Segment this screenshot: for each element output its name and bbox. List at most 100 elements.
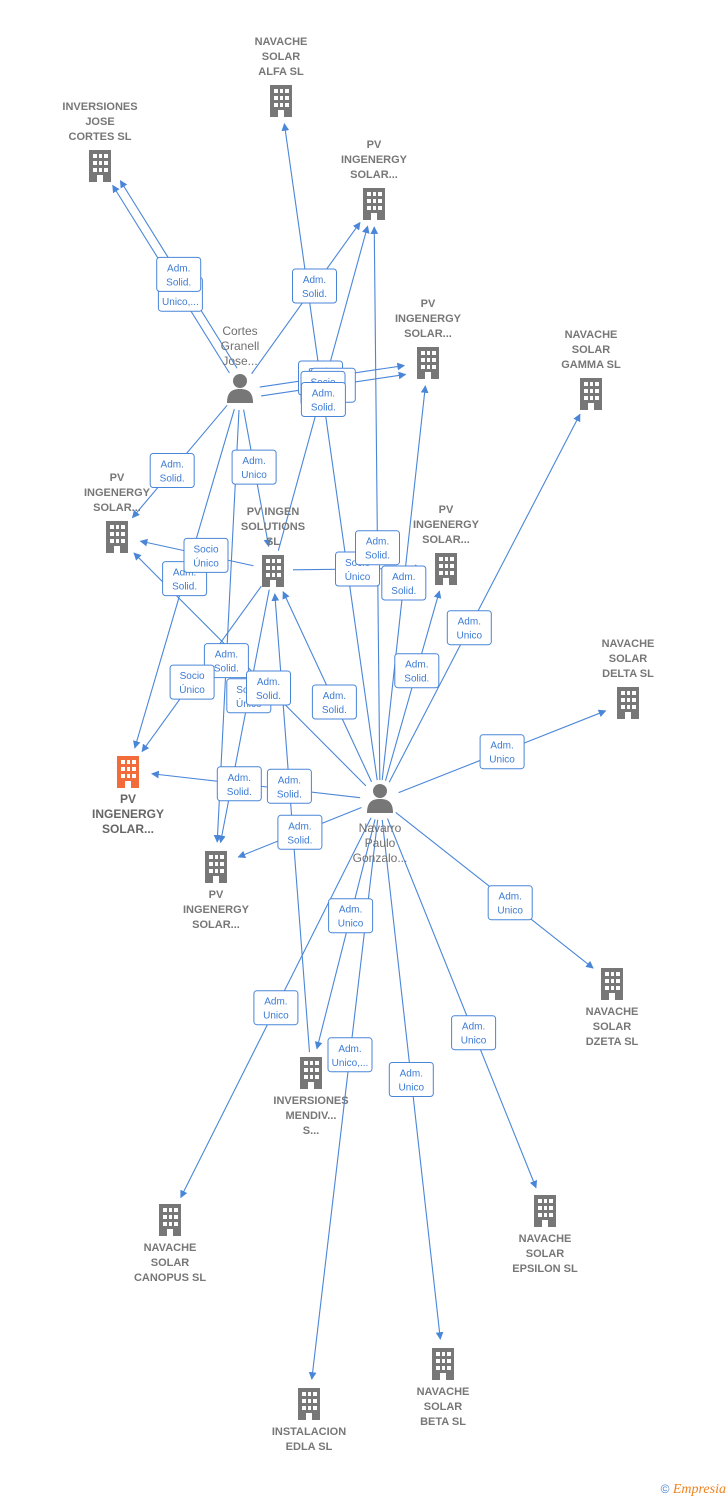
- node-label-line: INGENERGY: [183, 904, 250, 916]
- relation-badge-text: Unico: [263, 1011, 289, 1022]
- relation-badge[interactable]: Adm.Solid.: [381, 565, 427, 601]
- relation-badge-text: Solid.: [365, 551, 390, 562]
- relation-badge[interactable]: Adm.Solid.: [149, 453, 195, 488]
- relation-badge-text: Unico: [241, 470, 267, 481]
- relation-badge[interactable]: Adm. Solid.: [292, 268, 337, 304]
- relation-badge-text: Solid.: [160, 474, 185, 485]
- relation-badge-text: Adm.: [490, 741, 513, 752]
- node-label-line: SOLAR: [151, 1257, 190, 1269]
- node-label-line: SOLAR...: [350, 169, 398, 181]
- relation-badge-text: Adm.: [312, 389, 335, 400]
- node-label-line: EDLA SL: [286, 1441, 333, 1453]
- node-label-line: NAVACHE: [417, 1386, 470, 1398]
- node-label-line: Granell: [221, 339, 260, 353]
- building-icon: [363, 188, 385, 220]
- node-label-line: S...: [303, 1125, 320, 1137]
- footer-credit: © Empresia: [661, 1482, 726, 1498]
- building-icon: [601, 968, 623, 1000]
- edge-n_navarro-to-n_gamma: [388, 413, 581, 783]
- node-label-line: NAVACHE: [255, 36, 308, 48]
- relation-badge[interactable]: Adm.Solid.: [266, 768, 312, 804]
- relation-badge[interactable]: Adm.Solid.: [311, 684, 357, 720]
- building-icon: [270, 85, 292, 117]
- node-label-line: INVERSIONES: [62, 101, 137, 113]
- node-label-line: NAVACHE: [565, 329, 618, 341]
- relation-badge-text: Solid.: [311, 403, 336, 414]
- relation-badge[interactable]: Adm.Solid.: [156, 256, 202, 292]
- company-node[interactable]: PVINGENERGYSOLAR...: [341, 139, 408, 220]
- relation-badge-text: Adm.: [242, 456, 265, 467]
- person-node[interactable]: CortesGranellJose...: [221, 324, 260, 403]
- relation-badge-text: Adm.: [303, 275, 326, 286]
- building-icon: [432, 1348, 454, 1380]
- node-label-line: SOLAR: [262, 51, 301, 63]
- relation-badge[interactable]: Adm.Solid.: [216, 766, 262, 802]
- relation-badge-text: Adm.: [392, 572, 415, 583]
- node-label-line: INGENERGY: [84, 487, 151, 499]
- company-node[interactable]: PVINGENERGYSOLAR...: [395, 298, 462, 379]
- node-label-line: SOLAR: [424, 1401, 463, 1413]
- relation-badge-text: Unico,...: [162, 297, 199, 308]
- relation-badge[interactable]: Adm.Solid.: [246, 670, 291, 706]
- node-label-line: SOLAR...: [102, 822, 154, 836]
- node-label-line: Navarro: [359, 821, 402, 835]
- focus-company-node[interactable]: PVINGENERGYSOLAR...: [92, 756, 164, 836]
- relation-badge-text: Solid.: [302, 289, 327, 300]
- node-label-line: MENDIV...: [286, 1110, 337, 1122]
- relation-badge[interactable]: Adm.Solid.: [355, 530, 400, 566]
- company-node[interactable]: PVINGENERGYSOLAR...: [413, 504, 480, 585]
- building-icon: [106, 521, 128, 553]
- relation-badge[interactable]: Adm.Unico: [446, 610, 492, 646]
- relation-badge-text: Solid.: [172, 582, 197, 593]
- node-label-line: SOLAR: [609, 653, 648, 665]
- relation-badge-text: Adm.: [458, 617, 481, 628]
- relation-badge[interactable]: Adm.Unico: [451, 1015, 497, 1051]
- relation-badge-text: Adm.: [400, 1069, 423, 1080]
- building-icon: [262, 555, 284, 587]
- company-node[interactable]: PVINGENERGYSOLAR...: [84, 472, 151, 553]
- relation-badge[interactable]: Adm.Unico: [479, 734, 525, 770]
- relation-badge-text: Solid.: [227, 787, 252, 798]
- relation-badge[interactable]: Adm. Solid.: [300, 382, 346, 417]
- company-node[interactable]: INSTALACION EDLA SL: [272, 1388, 346, 1453]
- relation-badge[interactable]: Adm.Unico: [328, 898, 374, 934]
- node-label-line: GAMMA SL: [561, 359, 621, 371]
- node-label-line: PV: [120, 792, 136, 806]
- edge-n_navarro-to-n_alfa: [281, 123, 378, 781]
- relation-badge[interactable]: Adm. Unico: [231, 449, 277, 485]
- node-label-line: NAVACHE: [602, 638, 655, 650]
- node-label-line: SOLAR...: [422, 534, 470, 546]
- relation-badge-text: Adm.: [323, 691, 346, 702]
- brand-logo-text[interactable]: Empresia: [672, 1482, 726, 1497]
- building-icon: [205, 851, 227, 883]
- company-node[interactable]: PVINGENERGYSOLAR...: [183, 851, 250, 931]
- relation-badge[interactable]: Adm.Solid.: [394, 653, 440, 689]
- node-label-line: SOLAR: [526, 1248, 565, 1260]
- node-label-line: PV: [367, 139, 382, 151]
- relation-badge-text: Solid.: [256, 691, 281, 702]
- relation-badge[interactable]: Adm.Unico: [253, 990, 299, 1026]
- relation-badge[interactable]: Adm.Solid.: [203, 643, 249, 679]
- person-node[interactable]: NavarroPauloGonzalo...: [353, 784, 408, 865]
- relation-badge[interactable]: Adm.Unico: [388, 1062, 434, 1097]
- node-label-line: SOLAR: [593, 1021, 632, 1033]
- node-label-line: PV: [209, 889, 224, 901]
- node-label-line: INSTALACION: [272, 1426, 346, 1438]
- relation-badge[interactable]: Adm.Unico: [487, 885, 533, 921]
- node-label-line: Cortes: [222, 324, 257, 338]
- relation-badge[interactable]: Adm.Unico,...: [327, 1037, 373, 1073]
- relation-badge[interactable]: Adm.Solid.: [277, 814, 323, 850]
- company-node[interactable]: INVERSIONESMENDIV...S...: [273, 1057, 349, 1137]
